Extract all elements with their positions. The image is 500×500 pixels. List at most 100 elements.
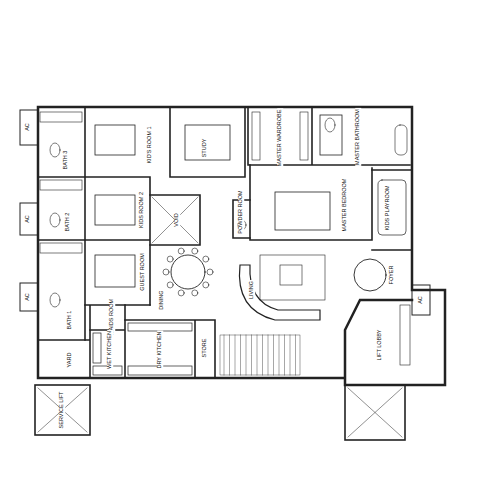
lift [345, 385, 405, 440]
dining-chairs [163, 248, 213, 296]
plan-stroke [95, 195, 135, 225]
plan-stroke [325, 118, 335, 132]
room-label: KIDS ROOM 2 [139, 191, 145, 229]
room-label: KIDS PLAYROOM [385, 184, 391, 231]
kitchen-counter [93, 323, 192, 375]
plan-stroke [170, 107, 245, 177]
room-label: FOYER [389, 265, 395, 286]
room-label: POWDER ROOM [238, 189, 244, 234]
plan-stroke [38, 177, 150, 305]
plan-stroke [93, 333, 101, 363]
plan-stroke [257, 335, 258, 375]
room-label: AC [25, 214, 31, 224]
plan-stroke [178, 290, 184, 296]
plan-stroke [268, 335, 269, 375]
plan-stroke [125, 320, 215, 378]
plan-stroke [20, 107, 445, 440]
room-label: MASTER BEDROOM [342, 178, 348, 233]
plan-stroke [50, 293, 60, 307]
plan-stroke [207, 269, 213, 275]
plan-stroke [95, 125, 135, 155]
plan-stroke [167, 282, 173, 288]
lift-cross [348, 388, 402, 437]
room-label: KID'S ROOM 1 [147, 125, 153, 164]
ac-ledge [412, 285, 430, 315]
room-label: WET KITCHEN [107, 330, 113, 370]
plan-stroke [250, 165, 372, 240]
plan-stroke [224, 335, 225, 375]
plan-stroke [229, 335, 230, 375]
plan-stroke [251, 335, 252, 375]
plan-stroke [235, 335, 236, 375]
play-mat [378, 180, 406, 235]
plan-stroke [178, 248, 184, 254]
room-label: AC [418, 295, 424, 305]
plan-stroke [163, 269, 169, 275]
room-label: VOID [174, 212, 180, 227]
lift-cross [38, 388, 87, 432]
plan-stroke [290, 335, 291, 375]
plan-stroke [372, 170, 412, 250]
wardrobe [40, 112, 308, 253]
ac-ledge [20, 203, 38, 235]
void-cross [152, 197, 198, 243]
plan-stroke [50, 143, 60, 157]
plan-stroke [95, 255, 135, 287]
plan-stroke [150, 195, 200, 245]
room-label: BATH 2 [65, 212, 71, 233]
plan-stroke [50, 213, 60, 227]
plan-stroke [220, 335, 300, 375]
lobby-console [400, 305, 410, 365]
room-label: SERVICE LIFT [59, 391, 65, 430]
plan-stroke [246, 335, 247, 375]
room-label: STORE [202, 338, 208, 359]
plan-stroke [192, 248, 198, 254]
rug [260, 255, 325, 300]
sanitary [50, 118, 407, 307]
plan-stroke [192, 290, 198, 296]
room-label: MASTER WARDROBE [277, 109, 283, 168]
room-label: DRY KITCHEN [157, 330, 163, 369]
outer-wall [38, 107, 445, 385]
plan-stroke [320, 115, 342, 155]
plan-stroke [273, 335, 274, 375]
room-label: YARD [67, 352, 73, 369]
plan-stroke [40, 112, 82, 122]
coffee-table [280, 265, 302, 285]
sofa [239, 265, 320, 320]
plan-stroke [40, 180, 82, 190]
stairs [220, 335, 300, 375]
ac-ledge [20, 283, 38, 311]
plan-stroke [248, 107, 410, 165]
plan-stroke [284, 335, 285, 375]
foyer-table [354, 259, 386, 291]
plan-stroke [279, 335, 280, 375]
plan-stroke [295, 335, 296, 375]
bed [95, 115, 342, 287]
dining-table [171, 255, 205, 289]
room-label: DINING [159, 289, 165, 310]
plan-stroke [262, 335, 263, 375]
room-label: AC [25, 122, 31, 132]
plan-stroke [275, 192, 330, 230]
room-label: MASTER BATHROOM [355, 108, 361, 166]
room-label: LIVING [249, 280, 255, 300]
plan-stroke [395, 125, 407, 155]
room-label: BATH 1 [67, 310, 73, 331]
partition-walls [38, 107, 412, 378]
plan-stroke [90, 305, 125, 378]
room-label: AC [25, 292, 31, 302]
plan-stroke [38, 305, 150, 378]
room-label: STUDY [202, 138, 208, 159]
plan-stroke [203, 282, 209, 288]
plan-stroke [252, 112, 260, 160]
room-label: LIFT LOBBY [377, 328, 383, 361]
plan-stroke [167, 256, 173, 262]
room-label: BATH 3 [63, 150, 69, 171]
plan-stroke [300, 112, 308, 160]
plan-stroke [240, 335, 241, 375]
service-lift [35, 385, 90, 435]
